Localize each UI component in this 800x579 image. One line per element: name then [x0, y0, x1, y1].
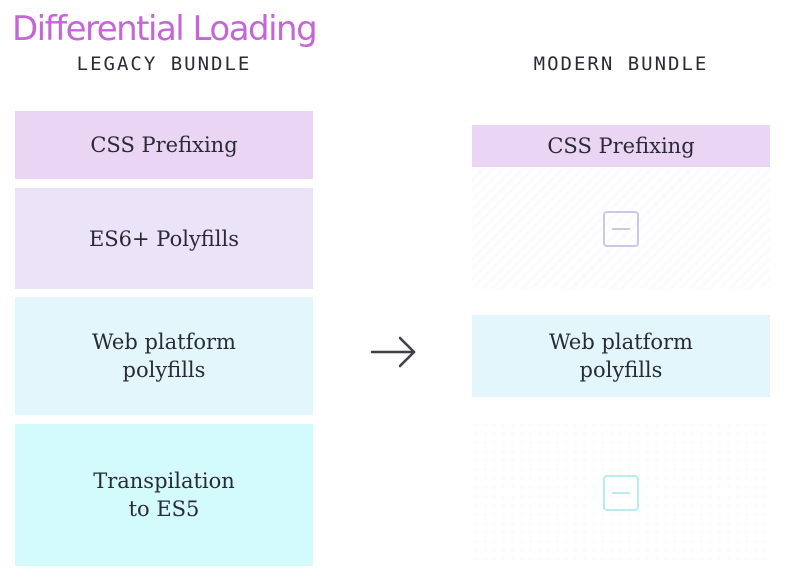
minus-square-icon	[603, 475, 639, 511]
legacy-transpilation-box: Transpilation to ES5	[15, 424, 313, 566]
legacy-web-platform-polyfills-label: Web platform polyfills	[92, 330, 236, 382]
modern-css-prefixing-label: CSS Prefixing	[547, 134, 695, 158]
legacy-css-prefixing-box: CSS Prefixing	[15, 111, 313, 179]
diagram-title: Differential Loading	[12, 9, 318, 49]
minus-square-icon	[603, 210, 639, 247]
legacy-css-prefixing-label: CSS Prefixing	[90, 133, 238, 157]
modern-web-platform-polyfills-label: Web platform polyfills	[549, 330, 693, 382]
right-arrow-icon	[370, 336, 416, 368]
legacy-web-platform-polyfills-box: Web platform polyfills	[15, 297, 313, 415]
legacy-bundle-heading: LEGACY BUNDLE	[76, 53, 252, 75]
modern-removed-es6-polyfills	[472, 168, 770, 289]
modern-css-prefixing-box: CSS Prefixing	[472, 125, 770, 167]
legacy-es6-polyfills-label: ES6+ Polyfills	[88, 226, 240, 251]
modern-removed-transpilation	[472, 420, 770, 566]
modern-web-platform-polyfills-box: Web platform polyfills	[472, 315, 770, 397]
legacy-es6-polyfills-box: ES6+ Polyfills	[15, 188, 313, 289]
modern-bundle-heading: MODERN BUNDLE	[533, 53, 709, 75]
legacy-transpilation-label: Transpilation to ES5	[93, 469, 235, 521]
